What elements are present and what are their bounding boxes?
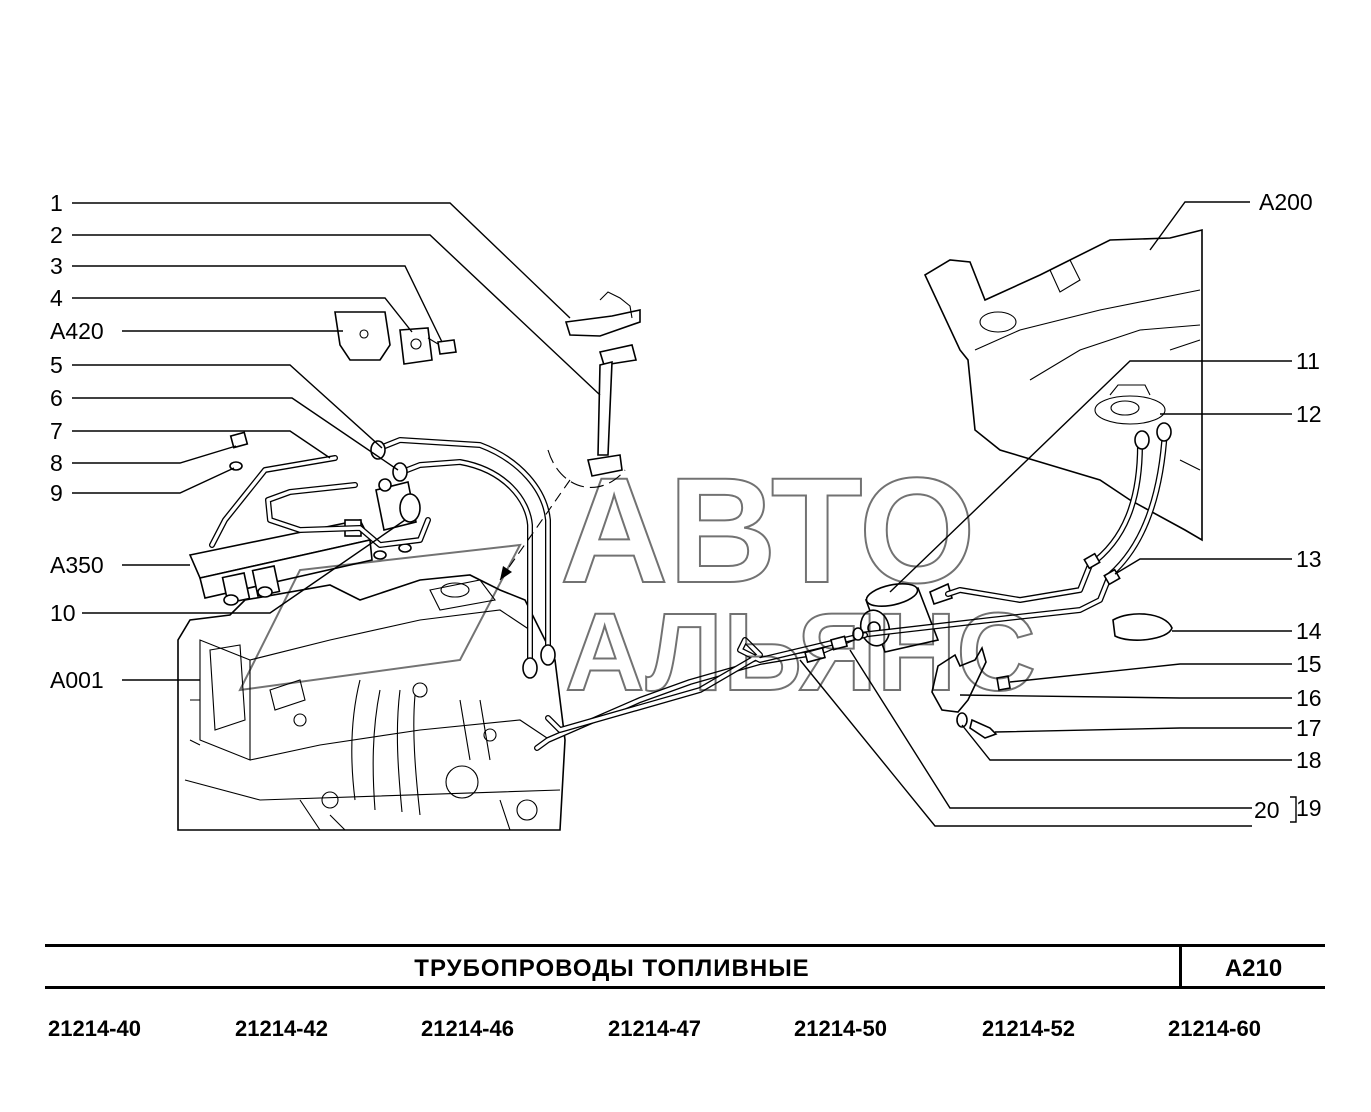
callout-18: 18 [1296, 747, 1322, 773]
watermark: АВТО АЛЬЯНС [238, 445, 1037, 715]
callout-5: 5 [50, 352, 63, 378]
callout-4: 4 [50, 285, 63, 311]
model-code: 21214-47 [608, 1016, 701, 1041]
callout-8: 8 [50, 450, 63, 476]
callout-15: 15 [1296, 651, 1322, 677]
title-divider [1179, 947, 1182, 986]
callout-labels: 1 2 3 4 A420 5 6 7 8 9 A350 10 A001 A200… [50, 189, 1322, 823]
bracket-a420-drawing [334, 311, 457, 365]
fuel-rail-drawing [188, 478, 421, 606]
callout-a350: A350 [50, 552, 104, 578]
model-list: 21214-40 21214-42 21214-46 21214-47 2121… [45, 1016, 1325, 1046]
callout-2: 2 [50, 222, 63, 248]
callout-14: 14 [1296, 618, 1322, 644]
fuel-pipes-drawing [209, 427, 1168, 751]
clamp-and-grommet-drawing [931, 613, 1173, 739]
pipe-fittings-drawing [229, 422, 1172, 679]
fuel-filter-drawing [859, 582, 953, 653]
model-code: 21214-50 [794, 1016, 887, 1041]
pipe-bracket-drawing [499, 291, 641, 581]
watermark-line1: АВТО [560, 446, 976, 614]
callout-7: 7 [50, 418, 63, 444]
model-code: 21214-52 [982, 1016, 1075, 1041]
model-code: 21214-46 [421, 1016, 514, 1041]
leader-lines [72, 201, 1297, 827]
model-code: 21214-42 [235, 1016, 328, 1041]
callout-12: 12 [1296, 401, 1322, 427]
callout-16: 16 [1296, 685, 1322, 711]
page-code: A210 [1224, 955, 1283, 982]
callout-17: 17 [1296, 715, 1322, 741]
callout-a420: A420 [50, 318, 104, 344]
callout-19: 19 [1296, 795, 1322, 821]
page-title: ТРУБОПРОВОДЫ ТОПЛИВНЫЕ [414, 955, 810, 982]
callout-a200: A200 [1259, 189, 1313, 215]
model-code: 21214-60 [1168, 1016, 1261, 1041]
model-code: 21214-40 [48, 1016, 141, 1041]
callout-13: 13 [1296, 546, 1322, 572]
callout-10: 10 [50, 600, 76, 626]
callout-1: 1 [50, 190, 63, 216]
callout-20: 20 [1254, 797, 1280, 823]
callout-11: 11 [1296, 348, 1320, 374]
callout-3: 3 [50, 253, 63, 279]
watermark-line2: АЛЬЯНС [565, 591, 1036, 714]
callout-6: 6 [50, 385, 63, 411]
callout-a001: A001 [50, 667, 104, 693]
engine-block-drawing [177, 574, 566, 831]
title-block: ТРУБОПРОВОДЫ ТОПЛИВНЫЕ A210 [45, 944, 1325, 989]
callout-9: 9 [50, 480, 63, 506]
